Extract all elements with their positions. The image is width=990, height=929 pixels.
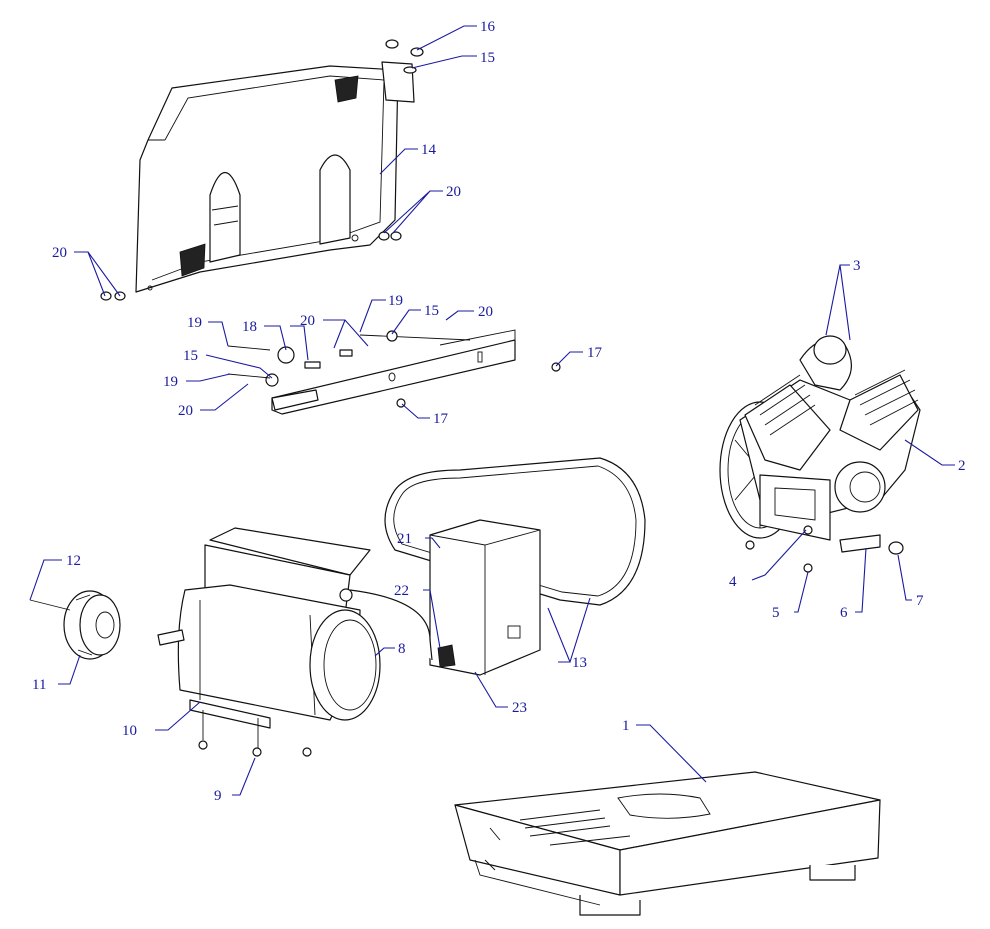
- motor-pulley: [29, 590, 121, 660]
- callout-15-top: 15: [480, 50, 495, 66]
- callout-4: 4: [729, 574, 737, 590]
- callout-19-left: 19: [187, 315, 202, 331]
- leader-5: [794, 571, 809, 613]
- base-plate: [454, 771, 881, 916]
- leader-8: [374, 647, 395, 657]
- leader-11: [58, 654, 81, 685]
- callout-23: 23: [512, 700, 527, 716]
- callout-15-mid: 15: [424, 303, 439, 319]
- leader-20-bracket-mid: [323, 319, 369, 349]
- callout-2: 2: [958, 458, 966, 474]
- leader-21: [425, 537, 441, 549]
- callout-20-right: 20: [446, 184, 461, 200]
- leader-15-mid: [391, 309, 421, 335]
- callout-20-bracket-mid: 20: [300, 313, 315, 329]
- belt-guard: [135, 61, 415, 293]
- guard-hardware: [100, 39, 424, 301]
- leader-15-left: [205, 354, 273, 379]
- leader-bracket-mid: [290, 325, 309, 361]
- callout-16: 16: [480, 19, 496, 35]
- leader-22: [423, 589, 441, 649]
- leader-13: [547, 597, 591, 663]
- electric-motor: [157, 527, 381, 757]
- leader-17-right: [555, 351, 583, 367]
- leader-16: [416, 25, 477, 51]
- leader-18: [264, 325, 287, 351]
- leader-20-bracket-right: [445, 310, 474, 321]
- leader-10: [155, 701, 201, 731]
- callout-3: 3: [853, 258, 861, 274]
- leader-6: [855, 547, 867, 613]
- callout-6: 6: [840, 605, 848, 621]
- callout-5: 5: [772, 605, 780, 621]
- leader-20-left: [74, 251, 121, 297]
- callout-20-left: 20: [52, 245, 67, 261]
- callout-17-right: 17: [587, 345, 603, 361]
- leader-9: [232, 757, 256, 796]
- callout-labels: 16 15 14 20 20 19 15 20 20 19 18 17 15 1…: [32, 19, 966, 804]
- callout-17-low: 17: [433, 411, 449, 427]
- leader-17-low: [401, 403, 430, 419]
- leader-12: [29, 559, 62, 601]
- leader-lines: [29, 25, 955, 796]
- callout-7: 7: [916, 593, 924, 609]
- leader-19-mid: [359, 299, 386, 333]
- leader-19-low: [186, 373, 231, 382]
- leader-2: [904, 439, 955, 466]
- callout-1: 1: [622, 718, 630, 734]
- leader-3: [825, 264, 851, 341]
- leader-7: [897, 554, 912, 601]
- compressor-pump: [719, 335, 921, 573]
- leader-15-top: [411, 55, 477, 69]
- callout-20-bracket-right: 20: [478, 304, 493, 320]
- callout-18: 18: [242, 319, 257, 335]
- callout-13: 13: [572, 655, 587, 671]
- callout-10: 10: [122, 723, 137, 739]
- callout-19-mid: 19: [388, 293, 403, 309]
- callout-14: 14: [421, 142, 437, 158]
- callout-22: 22: [394, 583, 409, 599]
- callout-11: 11: [32, 677, 46, 693]
- leader-19-left: [208, 321, 229, 347]
- leader-23: [474, 671, 508, 708]
- leader-20-low: [200, 383, 249, 411]
- callout-15-left: 15: [183, 348, 198, 364]
- leader-4: [751, 529, 807, 581]
- leader-14: [379, 148, 418, 175]
- leader-20-right: [383, 190, 443, 234]
- callout-19-low: 19: [163, 374, 178, 390]
- leader-1: [636, 724, 707, 783]
- guard-bracket: [227, 329, 561, 415]
- switch-box: [349, 519, 541, 676]
- callout-8: 8: [398, 641, 406, 657]
- callout-12: 12: [66, 553, 81, 569]
- callout-21: 21: [397, 531, 412, 547]
- callout-9: 9: [214, 788, 222, 804]
- callout-20-low: 20: [178, 403, 193, 419]
